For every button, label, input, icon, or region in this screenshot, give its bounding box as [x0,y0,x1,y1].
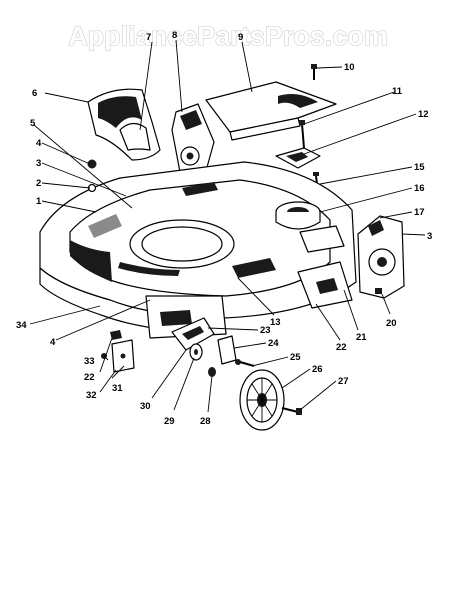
part-side-rail [297,225,353,309]
callout-32: 32 [86,390,97,401]
callout-29: 29 [164,416,175,427]
part-wheel-26 [239,369,285,431]
callout-3b: 3 [427,231,432,242]
callout-4b: 4 [50,337,56,348]
callout-33: 33 [84,356,95,367]
callout-21: 21 [356,332,367,343]
callout-9: 9 [238,32,243,43]
callout-16: 16 [414,183,425,194]
part-top-cover [205,81,337,141]
callout-23: 23 [260,325,271,336]
part-plate-32 [111,339,135,373]
callout-3a: 3 [36,158,41,169]
callout-24: 24 [268,338,279,349]
part-nut-28 [208,367,216,377]
part-height-adjuster-right [357,215,405,299]
callout-2: 2 [36,178,41,189]
part-upper-bracket [171,103,215,179]
callout-22b: 22 [84,372,95,383]
watermark-text: AppliancePartsPros.com [68,21,388,51]
callout-25: 25 [290,352,301,363]
callout-5: 5 [30,118,36,129]
part-link-24 [217,335,237,365]
callout-6: 6 [32,88,37,99]
leader-lines [29,39,426,413]
callout-30: 30 [140,401,151,412]
callout-1: 1 [36,196,42,207]
part-bracket-12 [275,147,321,169]
callout-27: 27 [338,376,349,387]
part-washer-29 [189,343,203,361]
callout-4a: 4 [36,138,42,149]
callout-10: 10 [344,62,355,73]
part-pulley-16 [275,201,321,230]
callout-11: 11 [392,86,403,97]
part-wheel-bolt-27 [281,407,302,415]
part-screw-10 [311,64,317,80]
callout-15: 15 [414,162,425,173]
part-nut-4 [87,159,97,169]
part-deck-housing [39,161,357,319]
part-rear-baffle [87,88,161,161]
callout-34: 34 [16,320,27,331]
callout-28: 28 [200,416,211,427]
callout-13: 13 [270,317,281,328]
callout-22a: 22 [336,342,347,353]
part-adjust-lever-23 [171,317,215,351]
part-bolt-25 [235,359,255,367]
callout-labels: 1 2 3 3 4 4 5 6 7 8 9 10 11 12 13 15 16 … [16,30,432,427]
callout-20: 20 [386,318,397,329]
part-shaft-11 [299,120,305,149]
callout-8: 8 [172,30,177,41]
callout-7: 7 [146,32,151,43]
part-screw-20 [375,288,382,294]
callout-31: 31 [112,383,123,394]
callout-17: 17 [414,207,425,218]
callout-26: 26 [312,364,323,375]
callout-12: 12 [418,109,429,120]
part-clip-33 [110,330,122,340]
